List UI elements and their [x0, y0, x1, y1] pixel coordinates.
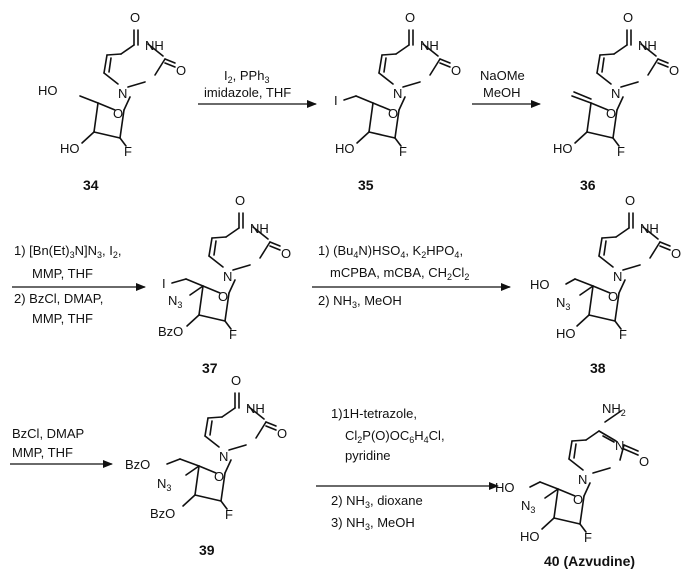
- reagent-line: pyridine: [345, 448, 391, 463]
- atom-n: N: [393, 86, 402, 101]
- atom-bzo: BzO: [125, 457, 150, 472]
- compound-label-35: 35: [358, 177, 374, 193]
- reagent-line: 2) NH3, dioxane: [331, 493, 423, 510]
- reagent-line: imidazole, THF: [204, 85, 291, 100]
- reagent-line: NaOMe: [480, 68, 525, 83]
- reagent-line: 1)1H-tetrazole,: [331, 406, 417, 421]
- atom-f: F: [619, 327, 627, 342]
- atom-o: O: [218, 289, 228, 304]
- reagent-line: Cl2P(O)OC6H4Cl,: [345, 428, 445, 445]
- atom-nh: NH: [246, 401, 265, 416]
- atom-ho: HO: [520, 529, 540, 544]
- reagent-line: 2) NH3, MeOH: [318, 293, 402, 310]
- reagent-line: 1) (Bu4N)HSO4, K2HPO4,: [318, 243, 463, 260]
- atom-f: F: [584, 530, 592, 545]
- atom-o: O: [113, 106, 123, 121]
- atom-ho: HO: [553, 141, 573, 156]
- reagent-line: MMP, THF: [32, 266, 93, 281]
- reagent-line: 2) BzCl, DMAP,: [14, 291, 103, 306]
- reagent-line: I2, PPh3: [224, 68, 269, 85]
- atom-n: N: [613, 269, 622, 284]
- atom-n3: N3: [157, 476, 171, 493]
- atom-i: I: [162, 276, 166, 291]
- atom-o: O: [625, 193, 635, 208]
- atom-o: O: [451, 63, 461, 78]
- atom-o: O: [623, 10, 633, 25]
- molecule-39: O NH O N O BzO N3 BzO F 39: [125, 373, 287, 558]
- atom-n: N: [118, 86, 127, 101]
- molecule-36: O NH O N O HO F 36: [553, 10, 679, 193]
- atom-f: F: [225, 507, 233, 522]
- atom-n3: N3: [168, 293, 182, 310]
- atom-i: I: [334, 93, 338, 108]
- compound-label-39: 39: [199, 542, 215, 558]
- atom-o: O: [281, 246, 291, 261]
- atom-nh: NH: [638, 38, 657, 53]
- atom-nh: NH: [420, 38, 439, 53]
- atom-n: N: [223, 269, 232, 284]
- reaction-step-6: 1)1H-tetrazole, Cl2P(O)OC6H4Cl, pyridine…: [316, 406, 499, 532]
- reaction-step-2: NaOMe MeOH: [472, 68, 541, 108]
- reagent-line: MMP, THF: [12, 445, 73, 460]
- atom-nh: NH: [145, 38, 164, 53]
- atom-f: F: [124, 144, 132, 159]
- compound-label-36: 36: [580, 177, 596, 193]
- atom-ho: HO: [556, 326, 576, 341]
- atom-o: O: [639, 454, 649, 469]
- atom-o: O: [130, 10, 140, 25]
- atom-o: O: [277, 426, 287, 441]
- atom-n: N: [219, 449, 228, 464]
- atom-f: F: [617, 144, 625, 159]
- reagent-line: MMP, THF: [32, 311, 93, 326]
- atom-o: O: [669, 63, 679, 78]
- compound-label-37: 37: [202, 360, 218, 376]
- reaction-step-1: I2, PPh3 imidazole, THF: [198, 68, 317, 108]
- atom-o: O: [606, 106, 616, 121]
- atom-o: O: [214, 469, 224, 484]
- atom-ho: HO: [530, 277, 550, 292]
- compound-label-34: 34: [83, 177, 99, 193]
- atom-n: N: [615, 438, 624, 453]
- reaction-step-5: BzCl, DMAP MMP, THF: [10, 426, 113, 468]
- reagent-line: 3) NH3, MeOH: [331, 515, 415, 532]
- atom-n: N: [611, 86, 620, 101]
- atom-nh2: NH2: [602, 401, 626, 418]
- atom-o: O: [671, 246, 681, 261]
- atom-o: O: [573, 492, 583, 507]
- atom-o: O: [176, 63, 186, 78]
- molecule-34: O NH O N O HO HO F 34: [38, 10, 186, 193]
- atom-o: O: [235, 193, 245, 208]
- reagent-line: MeOH: [483, 85, 521, 100]
- atom-o: O: [231, 373, 241, 388]
- reaction-step-4: 1) (Bu4N)HSO4, K2HPO4, mCPBA, mCBA, CH2C…: [312, 243, 511, 310]
- molecule-35: O NH O N O I HO F 35: [334, 10, 461, 193]
- atom-ho: HO: [38, 83, 58, 98]
- atom-n: N: [578, 472, 587, 487]
- atom-o: O: [608, 289, 618, 304]
- atom-ho: HO: [60, 141, 80, 156]
- atom-n3: N3: [556, 295, 570, 312]
- reagent-line: 1) [Bn(Et)3N]N3, I2,: [14, 243, 122, 260]
- molecule-38: O NH O N O HO N3 HO F 38: [530, 193, 681, 376]
- atom-n3: N3: [521, 498, 535, 515]
- reaction-step-3: 1) [Bn(Et)3N]N3, I2, MMP, THF 2) BzCl, D…: [12, 243, 146, 326]
- reagent-line: BzCl, DMAP: [12, 426, 84, 441]
- atom-bzo: BzO: [150, 506, 175, 521]
- atom-f: F: [229, 327, 237, 342]
- compound-label-38: 38: [590, 360, 606, 376]
- molecule-40-azvudine: NH2 N O N O HO N3 HO F 40 (Azvudine): [495, 401, 649, 569]
- compound-label-40: 40 (Azvudine): [544, 553, 635, 569]
- atom-ho: HO: [495, 480, 515, 495]
- atom-ho: HO: [335, 141, 355, 156]
- atom-o: O: [405, 10, 415, 25]
- atom-f: F: [399, 144, 407, 159]
- atom-o: O: [388, 106, 398, 121]
- reagent-line: mCPBA, mCBA, CH2Cl2: [330, 265, 469, 282]
- atom-nh: NH: [250, 221, 269, 236]
- atom-nh: NH: [640, 221, 659, 236]
- molecule-37: O NH O N O I N3 BzO F 37: [158, 193, 291, 376]
- atom-bzo: BzO: [158, 324, 183, 339]
